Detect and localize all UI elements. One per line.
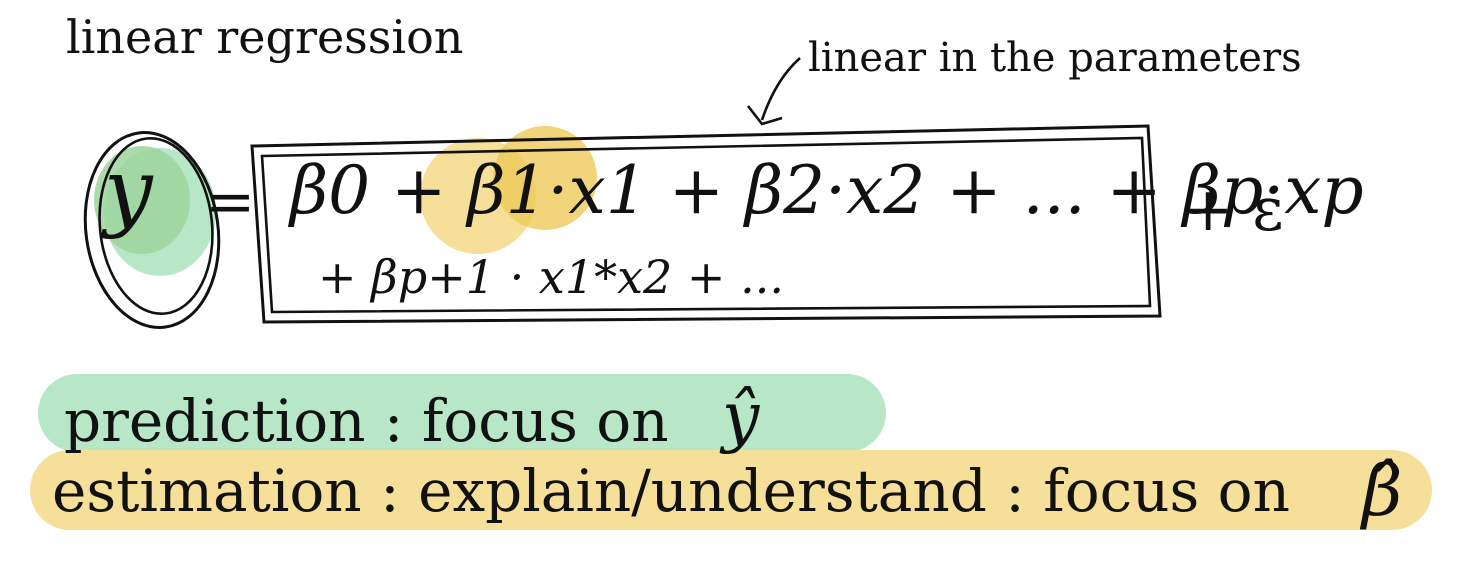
prediction-symbol: ŷ: [722, 378, 760, 455]
prediction-text: prediction : focus on: [64, 387, 669, 455]
estimation-symbol: β̂: [1362, 450, 1403, 532]
linear-predictor-line-2: + βp+1 · x1*x2 + ...: [318, 250, 784, 304]
error-term: + ε: [1183, 175, 1284, 245]
annotation-arrow: [760, 57, 801, 121]
estimation-highlight: [30, 450, 1432, 530]
page-title: linear regression: [66, 10, 464, 64]
equation-box-outer: [250, 124, 1162, 324]
estimation-text: estimation : explain/understand : focus …: [52, 457, 1290, 525]
annotation-label: linear in the parameters: [808, 35, 1302, 81]
y-circle-outer: [83, 131, 221, 329]
equals-sign: =: [205, 167, 256, 237]
y-circle-inner: [98, 136, 214, 316]
linear-predictor-line-1: β0 + β1·x1 + β2·x2 + ... + βp·xp: [290, 152, 1364, 229]
equation-box-inner: [260, 136, 1152, 314]
annotation-arrowhead: [746, 105, 783, 126]
y-green-highlight-2: [94, 146, 190, 254]
prediction-highlight: [38, 374, 886, 452]
response-variable: y: [104, 141, 153, 241]
